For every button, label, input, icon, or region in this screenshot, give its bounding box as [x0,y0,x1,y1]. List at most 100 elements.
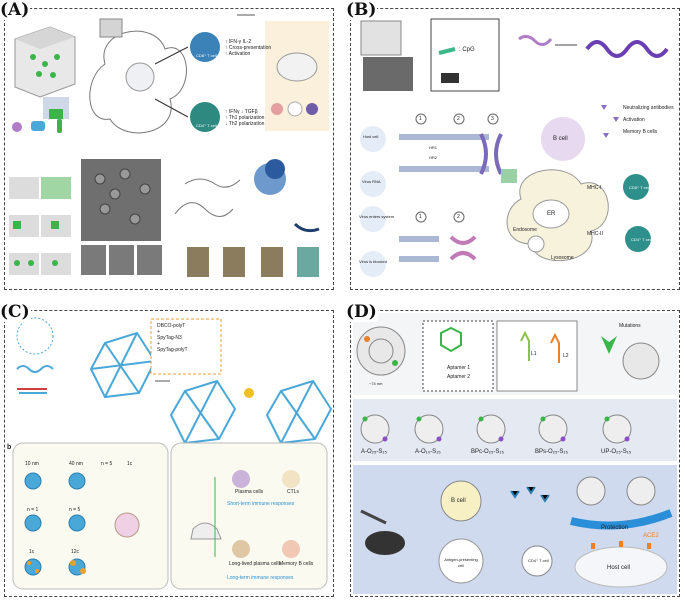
host-cell-icon [360,126,386,152]
aptamer2-label: Aptamer 2 [447,374,471,380]
ssdna-loop-icon [16,317,54,355]
b-cell-label: B cell [553,136,568,142]
count-label: 1c [29,549,35,555]
icosahedron-icon [89,331,157,399]
panel-d: (D) ~74 nm Aptamer 1 Aptamer 2 L1 L2 Mut… [345,302,680,597]
cube-stack-icon [43,97,69,119]
count-label: 1c [127,461,133,467]
ace2-label: ACE2 [643,533,659,539]
mhc1-label: MHC-I [587,185,602,191]
mhc2-label: MHC-II [587,231,603,237]
outcome-label: Memory B cells [623,129,658,135]
apc-label: Antigen-presenting cell [444,557,478,568]
variant-icons [360,414,632,444]
virus-icon [360,171,386,197]
cd8-effect: ↑ Activation [225,51,251,57]
spike-icon [601,336,617,354]
hr2-label: HR2 [429,155,438,160]
panel-c-illustration [12,317,333,590]
virus-blocked-label: Virus is blocked [359,259,387,264]
cpg-label: : CpG [459,47,475,53]
outcome-label: Activation [623,117,645,123]
origami-cube-icon [14,26,76,98]
l1-label: L1 [531,351,537,357]
mutations-label: Mutations [619,323,641,329]
cd8-t-cell-icon [623,174,649,200]
panel-a-illustration [9,14,329,277]
panel-a: (A) CD8⁺ T cell ↑ IFN-γ IL-2 ↑ Cross-pre… [0,0,334,290]
b-cell-icon [541,117,585,161]
panel-a-tag: (A) [0,0,31,20]
cd8-effect: ↑ IFN-γ IL-2 [225,39,252,45]
plasma-cells-label: Plasma cells [235,489,264,495]
host-cell-label: Host cell [363,134,379,139]
cd4-effects: ↑ IFNγ ↓ TGFβ ↑ Th1 polarization ↓ Th2 p… [225,109,264,127]
endosome-label: Endosome [513,227,537,233]
panel-b: (B) : CpG Host cell Virus RNA Virus ente… [345,0,680,290]
reagent-label: SpyTag-polyT [157,347,188,353]
n-label: n = 1 [27,507,39,513]
cd4-t-cell-icon [190,102,220,132]
cd8-label: CD8⁺ T cell [196,53,217,58]
cd8-effects: ↑ IFN-γ IL-2 ↑ Cross-presentation ↑ Acti… [225,39,271,57]
size-label: 10 nm [25,461,39,467]
er-label: ER [547,211,556,217]
panel-c: (C) DBCO-polyT + SpyTag-N3 + SpyTag-poly… [0,302,334,597]
syringe-icon [360,509,387,525]
variant-label: BPc-O₂₅-S₁₅ [471,449,504,455]
panel-d-illustration [353,313,677,594]
dna-aggregate-icon [254,159,286,195]
panel-d-tag: (D) [345,302,378,322]
apc-cell-icon [438,538,484,584]
cd4-effect: ↑ Th1 polarization [225,115,265,121]
variant-label: BPs-O₂₅-S₁₅ [535,449,568,455]
mouse-icon [190,522,222,540]
virus-enters-label: Virus enters system [359,214,395,219]
cd8-effect: ↑ Cross-presentation [225,45,272,51]
size-label: 40 nm [69,461,83,467]
cd4-label: CD4⁺ T cell [528,558,549,563]
b-cell-outcomes: Neutralizing antibodies Activation Memor… [623,105,674,135]
protection-label: Protection [601,525,629,531]
outcome-label: Neutralizing antibodies [623,105,674,111]
cd8-label: CD8⁺ T cell [629,185,650,190]
short-term-label: Short-term immune responses [227,501,295,507]
memory-b-label: Memory B cells [279,561,314,567]
cd4-label: CD4⁺ T cell [196,123,217,128]
n-label: n = 5 [101,461,113,467]
panel-c-tag: (C) [0,302,31,322]
variant-label: UP-O₂₅-S₁₅ [601,449,632,455]
lysosome-label: Lysosome [551,255,574,261]
step-label: 2 [457,116,460,122]
panel-b-tag: (B) [345,0,378,20]
dna-chain-icon [585,40,669,58]
mouse-icon [276,52,318,82]
reagent-label: SpyTag-N3 [157,335,182,341]
variant-label: A-O₂₅-S₁₅ [361,449,387,455]
long-lived-label: Long-lived plasma cells [229,561,281,567]
origami-cube-icon [360,20,413,91]
b-cell-label: B cell [451,498,466,504]
panel-b-illustration [360,18,669,277]
ctls-label: CTLs [287,489,299,495]
virus-rna-label: Virus RNA [362,179,381,184]
cd4-effect: ↓ Th2 polarization [225,121,265,127]
variant-label: A-O₁₀-S₁₅ [415,449,441,455]
step-label: 1 [419,214,422,220]
l2-label: L2 [563,353,569,359]
cd4-t-cell-icon [625,226,651,252]
count-label: 12c [71,549,80,555]
reagent-box [150,318,222,375]
step-label: 2 [457,214,460,220]
step-label: 3 [491,116,494,122]
buckyball-icon [356,326,406,376]
scale-bar-label: ~74 nm [369,381,383,386]
cd8-t-cell-icon [190,32,220,62]
sub-panel-b-label: b [7,444,12,451]
host-cell-label: Host cell [607,565,631,571]
cd4-t-cell-icon [521,545,553,577]
step-label: 1 [419,116,422,122]
cd4-effect: ↑ IFNγ ↓ TGFβ [225,109,258,115]
lattice-icons [9,177,71,275]
hr1-label: HR1 [429,145,438,150]
